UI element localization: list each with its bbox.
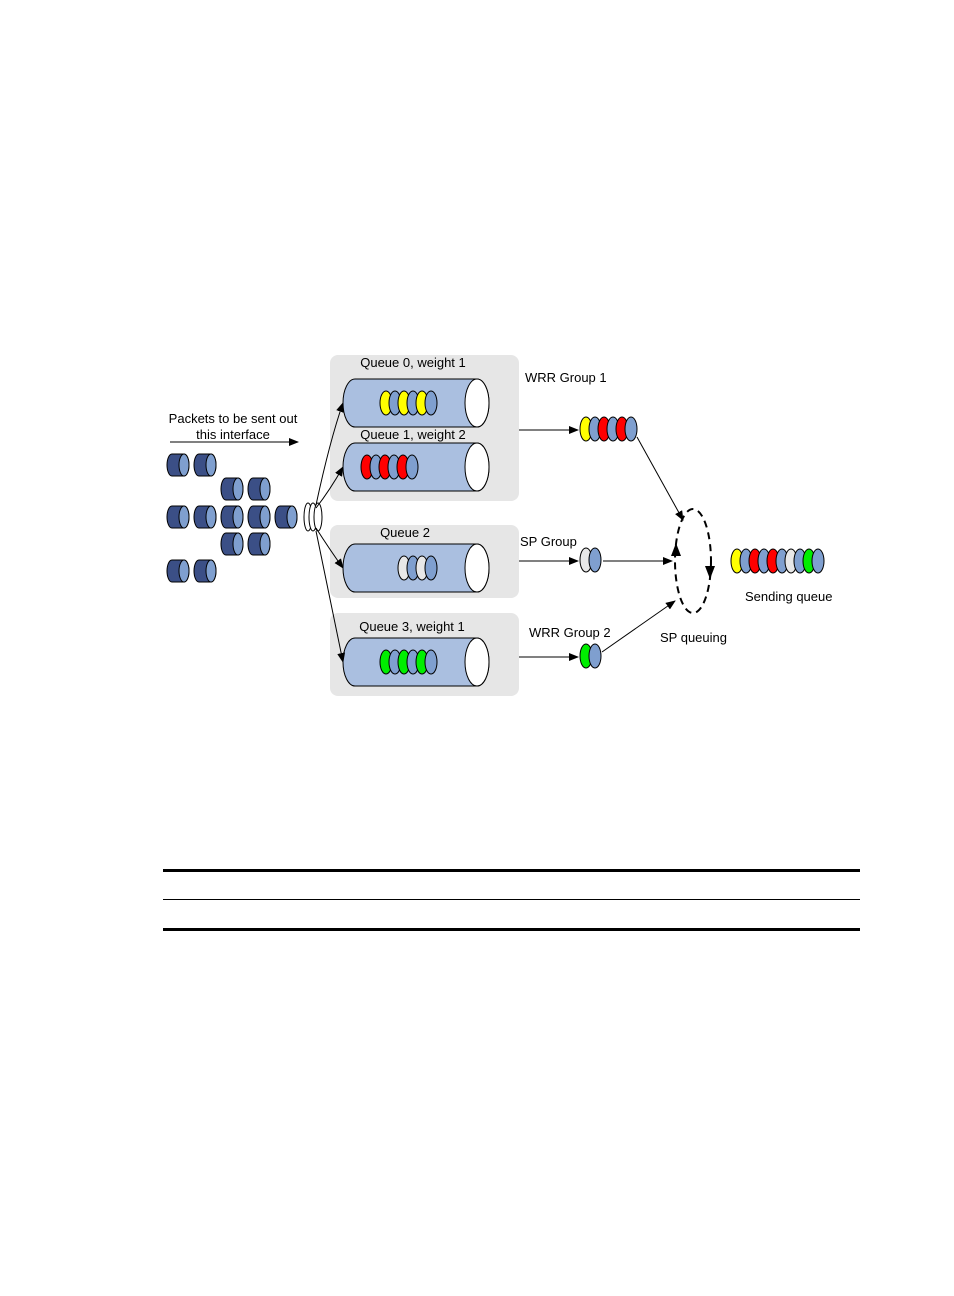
queue2-label: Queue 2 xyxy=(380,525,430,540)
queue1-label: Queue 1, weight 2 xyxy=(360,427,466,442)
incoming-packet xyxy=(166,453,190,477)
incoming-packet xyxy=(247,532,271,556)
packet-classifier xyxy=(303,502,323,532)
table-header-rule xyxy=(163,899,860,900)
wrr-group2-to-sp-arrow xyxy=(601,600,676,653)
sp_group-packet-1 xyxy=(588,547,602,573)
queue3-packets xyxy=(379,649,438,675)
incoming-packet xyxy=(193,559,217,583)
queue0-label: Queue 0, weight 1 xyxy=(360,355,466,370)
wrr_group2-packet-1 xyxy=(588,643,602,669)
queue0-cylinder xyxy=(342,378,490,428)
queue0-packet-5 xyxy=(424,390,438,416)
incoming-packet xyxy=(166,559,190,583)
sending-queue-packets xyxy=(730,548,825,574)
sending-queue-label: Sending queue xyxy=(745,589,832,604)
table-top-rule xyxy=(163,869,860,872)
wrr-group2-output-packets xyxy=(579,643,602,669)
sp-queuing-label: SP queuing xyxy=(660,630,727,645)
incoming-packet xyxy=(166,505,190,529)
sending-queue-packet-9 xyxy=(811,548,825,574)
wrr_group1-packet-5 xyxy=(624,416,638,442)
queue2-packets xyxy=(397,555,438,581)
incoming-packets xyxy=(166,453,298,583)
incoming-packet xyxy=(247,477,271,501)
sp-group-label: SP Group xyxy=(520,534,577,549)
queue1-cylinder xyxy=(342,442,490,492)
incoming-packet xyxy=(220,532,244,556)
distribution-arrows xyxy=(315,402,346,663)
queue1-packet-5 xyxy=(405,454,419,480)
queue3-label: Queue 3, weight 1 xyxy=(359,619,465,634)
queue3-cylinder xyxy=(342,637,490,687)
wrr-group1-output-packets xyxy=(579,416,638,442)
incoming-packet xyxy=(220,505,244,529)
wrr-group2-label: WRR Group 2 xyxy=(529,625,611,640)
queue3-packet-5 xyxy=(424,649,438,675)
wrr-group1-to-sp-arrow xyxy=(636,436,684,521)
incoming-packet xyxy=(274,505,298,529)
queue2-packet-3 xyxy=(424,555,438,581)
incoming-packet xyxy=(220,477,244,501)
queue1-packets xyxy=(360,454,419,480)
sp-queuing-loop xyxy=(671,508,715,614)
queue0-packets xyxy=(379,390,438,416)
queue2-cylinder xyxy=(342,543,490,593)
table-bottom-rule xyxy=(163,928,860,931)
incoming-label-line1: Packets to be sent out xyxy=(169,411,298,426)
wrr-group1-label: WRR Group 1 xyxy=(525,370,607,385)
incoming-packet xyxy=(193,505,217,529)
incoming-label-line2: this interface xyxy=(196,427,270,442)
incoming-packet xyxy=(193,453,217,477)
sp-group-output-packets xyxy=(579,547,602,573)
incoming-packet xyxy=(247,505,271,529)
